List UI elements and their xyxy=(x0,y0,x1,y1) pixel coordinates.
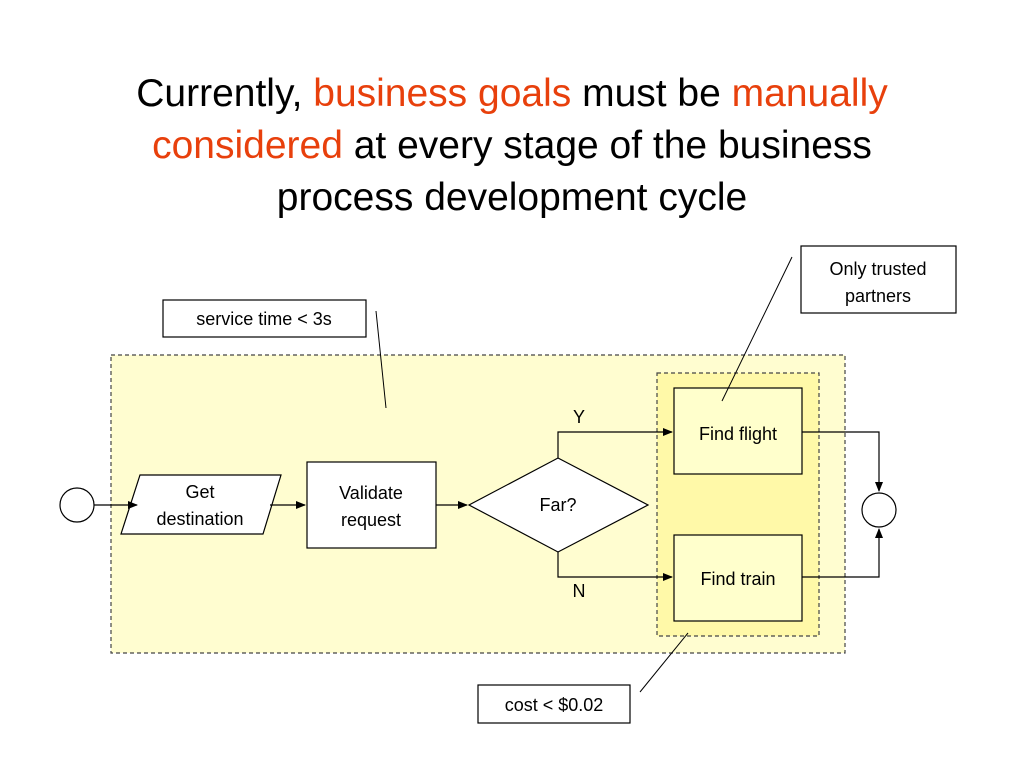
get-destination-node xyxy=(120,474,282,535)
cost-callout-pointer xyxy=(639,632,689,693)
find-flight-node xyxy=(673,387,803,475)
edge-label-no: N xyxy=(573,581,586,601)
title-highlight-business-goals: business goals xyxy=(313,72,572,115)
edge-find-flight-to-end xyxy=(802,431,883,492)
cost-callout-text: cost < $0.02 xyxy=(505,695,604,715)
title-highlight-manually: manually xyxy=(731,72,888,115)
trusted-partners-callout xyxy=(800,245,957,314)
service-time-callout-text: service time < 3s xyxy=(196,309,332,329)
service-time-callout xyxy=(162,299,367,338)
find-flight-label: Find flight xyxy=(699,424,777,444)
edge-find-train-to-end xyxy=(802,528,883,578)
edge-decision-no-to-find-train xyxy=(557,552,673,581)
service-time-callout-pointer xyxy=(375,310,387,409)
trusted-partners-text-1: Only trusted xyxy=(829,259,926,279)
trusted-partners-callout-pointer xyxy=(721,256,793,402)
get-destination-label-1: Get xyxy=(185,482,214,502)
title-text-2: must be xyxy=(571,72,732,115)
validate-request-node xyxy=(306,461,437,549)
title-text-4: process development cycle xyxy=(276,176,748,219)
validate-label-1: Validate xyxy=(339,483,403,503)
title-highlight-considered: considered xyxy=(152,124,343,167)
cost-callout xyxy=(477,684,631,724)
edge-decision-yes-to-find-flight xyxy=(557,428,673,458)
slide-title: Currently, business goals must be manual… xyxy=(60,68,964,224)
start-event xyxy=(59,487,95,523)
title-text-1: Currently, xyxy=(136,72,314,115)
end-event xyxy=(861,492,897,528)
find-train-node xyxy=(673,534,803,622)
decision-label: Far? xyxy=(539,495,576,515)
title-text-3: at every stage of the business xyxy=(342,124,872,167)
edge-label-yes: Y xyxy=(573,407,585,427)
get-destination-label-2: destination xyxy=(156,509,243,529)
trusted-partners-text-2: partners xyxy=(845,286,911,306)
find-train-label: Find train xyxy=(700,569,775,589)
validate-label-2: request xyxy=(341,510,401,530)
